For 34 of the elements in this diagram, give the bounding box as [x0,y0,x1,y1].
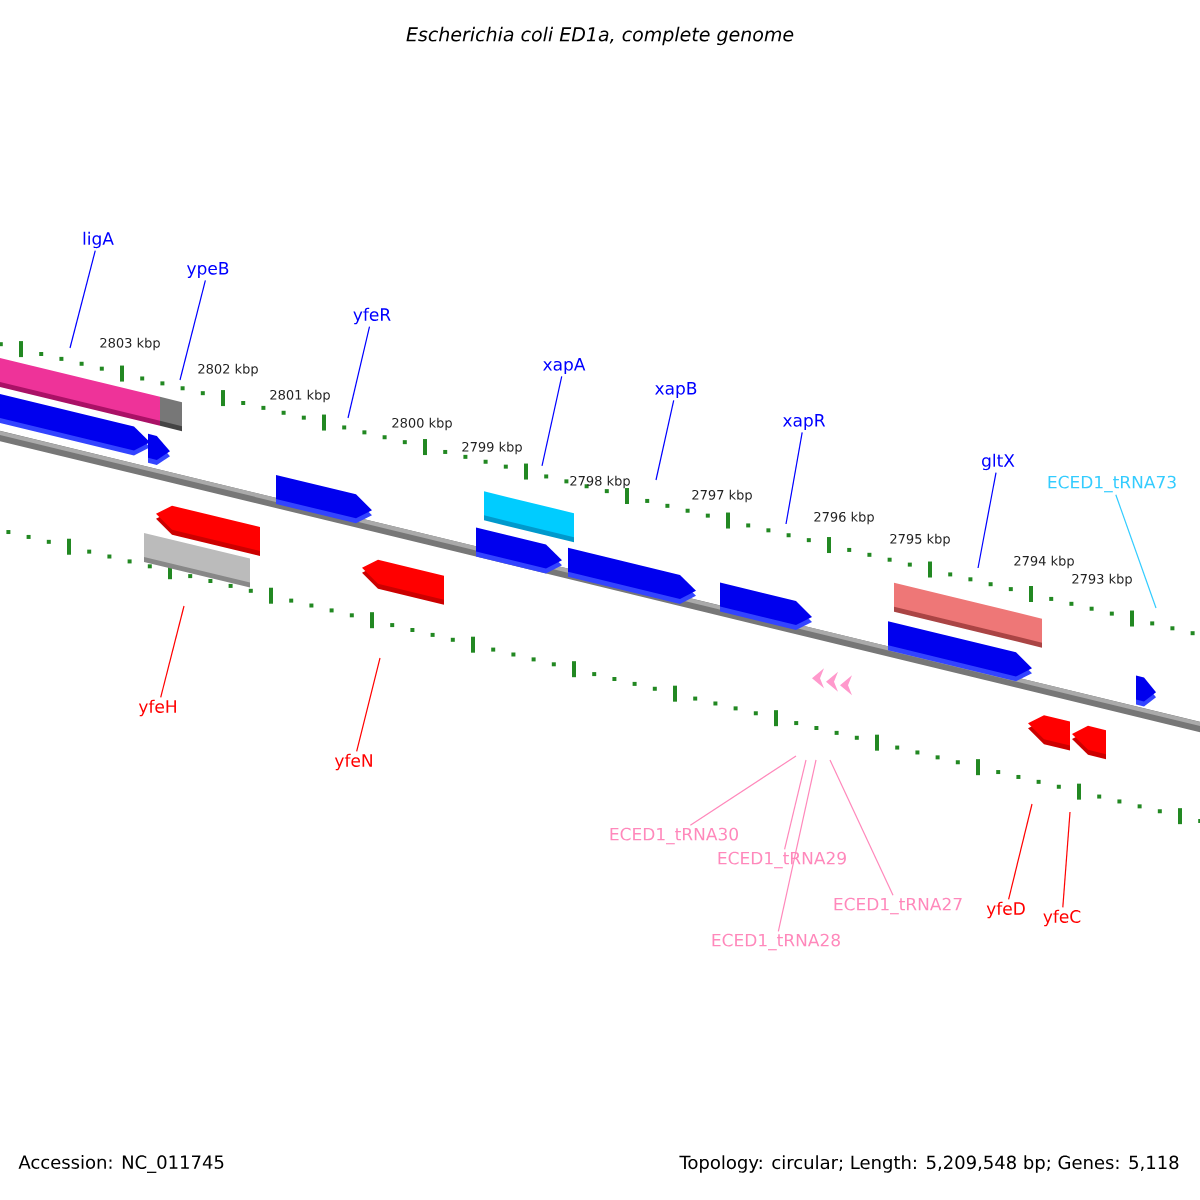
gene-label: ECED1_tRNA30 [610,827,738,845]
leader-line [829,759,894,896]
title: Escherichia coli ED1a, complete genome [406,26,794,46]
gene-label: gltX [982,453,1015,471]
leader-line [977,472,997,569]
gene-label: ECED1_tRNA73 [1048,475,1176,493]
leader-line [541,375,563,467]
leader-line [69,250,96,349]
gene-label: yfeD [986,901,1025,919]
leader-line [655,399,675,481]
gene-label: xapB [655,382,697,398]
leader-line [1115,494,1157,609]
accession-label: Accession: NC_011745 [18,1155,224,1173]
leader-line [784,759,807,850]
gene-label: yfeH [138,699,176,717]
leader-line [1062,811,1071,908]
gene-label: ypeB [187,262,229,278]
gene-label: yfeC [1043,909,1081,927]
gene-label: ECED1_tRNA28 [712,933,840,951]
leader-line [356,657,381,752]
gene-label: yfeN [334,753,372,771]
leader-line [785,431,803,525]
leader-line [179,279,206,381]
gene-label: ligA [83,231,114,249]
gene-label: xapR [782,414,826,430]
leader-line [777,759,817,932]
leader-line [1008,803,1033,900]
leader-line [347,326,371,419]
genome-info: Topology: circular; Length: 5,209,548 bp; Genes: 5,118 [679,1155,1179,1173]
gene-label: ECED1_tRNA27 [834,897,962,915]
gene-label: xapA [543,358,586,374]
leader-line [689,755,797,826]
leader-line [160,605,185,698]
gene-label: yfeR [353,307,391,325]
